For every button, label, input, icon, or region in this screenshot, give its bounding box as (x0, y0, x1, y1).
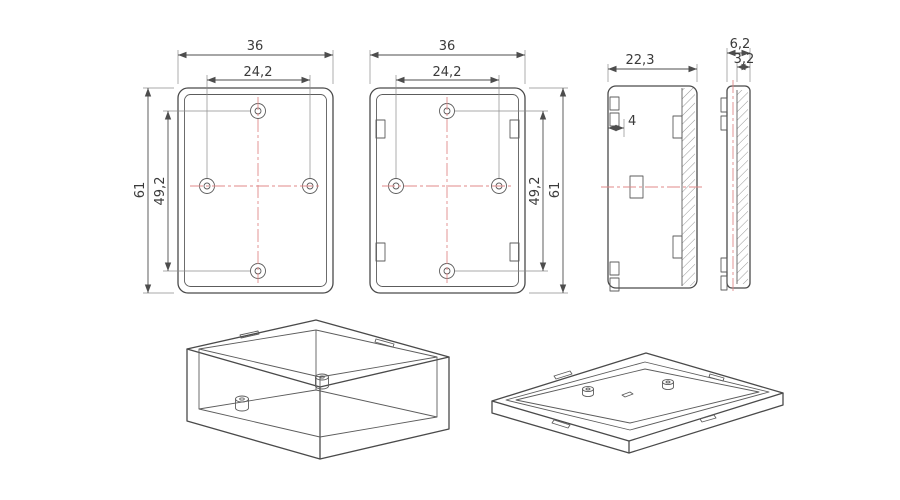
lid-inner-wall (376, 94, 519, 287)
case-inner-wall (184, 94, 327, 287)
dim-lid-wall-thickness: 3,2 (734, 52, 755, 67)
dim-top-height: 61 (548, 182, 563, 199)
lid-section-hatch (737, 90, 748, 284)
lid-profile-contour (726, 85, 751, 289)
rim-clip-slots (239, 330, 395, 348)
clip-latches (375, 119, 520, 262)
screw-boss-cylinder (235, 395, 249, 412)
dimensions: 36 24,2 61 49,2 (133, 39, 334, 294)
screw-bosses (199, 103, 318, 279)
view-bottom-case-front: 36 24,2 61 49,2 (133, 39, 334, 294)
section-hatch (682, 88, 695, 286)
dim-side-depth: 22,3 (626, 53, 655, 68)
centerlines (190, 97, 321, 283)
dim-bottom-width: 36 (247, 39, 264, 54)
view-case-side: 22,3 4 (601, 53, 704, 292)
lid-clip-bumps (720, 97, 728, 291)
dimensions: 22,3 4 (607, 53, 698, 137)
centerlines (382, 97, 513, 283)
screw-bosses (388, 103, 507, 279)
lid-outer-wall (369, 87, 526, 294)
dimensions: 6,2 3,2 (726, 37, 755, 82)
lid-clip-tabs (551, 370, 725, 429)
dim-top-hole-span-height: 49,2 (528, 177, 543, 206)
dim-top-hole-span-width: 24,2 (433, 65, 462, 80)
case-outer-wall (177, 87, 334, 294)
dim-top-width: 36 (439, 39, 456, 54)
dim-lid-total-thickness: 6,2 (730, 37, 751, 52)
dim-bottom-hole-span-height: 49,2 (153, 177, 168, 206)
view-top-case-front: 36 24,2 49,2 61 (369, 39, 568, 294)
clip-tabs (609, 96, 683, 292)
view-lid-profile: 6,2 3,2 (720, 37, 755, 294)
dimensions: 36 24,2 49,2 61 (369, 39, 568, 294)
dim-bottom-hole-span-width: 24,2 (244, 65, 273, 80)
inner-walls (198, 330, 438, 438)
iso-lid (491, 352, 784, 454)
iso-bottom-case (186, 319, 450, 460)
screw-boss-cylinder (662, 378, 674, 391)
screw-boss-cylinder (582, 385, 594, 398)
dim-side-clip-inset: 4 (628, 114, 636, 129)
dim-bottom-height: 61 (133, 182, 148, 199)
screw-boss-cylinder (315, 373, 329, 390)
